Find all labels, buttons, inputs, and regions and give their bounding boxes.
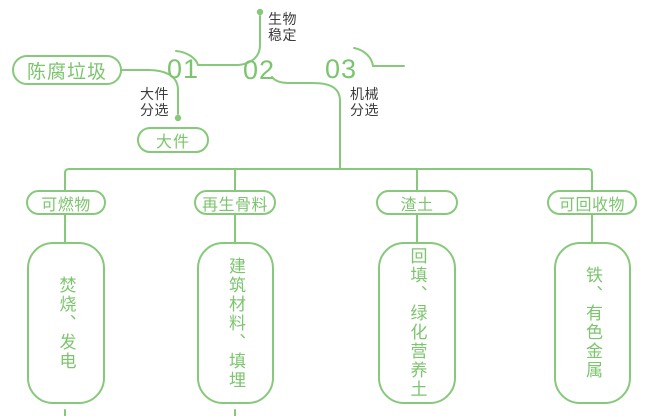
step2-process-line2: 稳定	[268, 26, 297, 43]
result-box-recyclables: 铁、有色金属	[554, 242, 631, 404]
bulky-item-pill: 大件	[137, 127, 209, 153]
result-text-combustibles: 焚烧、发电	[56, 275, 76, 371]
line-source-to-step1	[121, 69, 179, 115]
line-step3-out	[353, 47, 405, 67]
step3-process-label: 机械 分选	[350, 86, 379, 118]
category-label-slag-soil: 渣土	[400, 196, 434, 214]
step3-process-line2: 分选	[350, 101, 379, 118]
step1-process-label: 大件 分选	[140, 86, 169, 118]
bulky-item-pill-label: 大件	[155, 134, 190, 151]
manifold-line	[64, 168, 593, 191]
line-step2-to-step3	[271, 76, 341, 170]
bulky-branch-dot	[174, 114, 182, 122]
result-box-combustibles: 焚烧、发电	[27, 242, 105, 404]
category-pill-recyclables: 可回收物	[547, 190, 637, 215]
result-box-slag-soil: 回填、绿化营养土	[378, 242, 456, 404]
category-pill-slag-soil: 渣土	[376, 190, 458, 215]
biostabilization-dot	[256, 8, 264, 16]
step1-process-line1: 大件	[140, 86, 169, 102]
result-box-recycled-aggregate: 建筑材料、填埋	[197, 242, 274, 404]
step3-number: 03	[324, 54, 358, 84]
category-label-recyclables: 可回收物	[558, 196, 625, 214]
step2-number: 02	[242, 55, 276, 85]
result-text-slag-soil: 回填、绿化营养土	[407, 247, 427, 399]
category-pill-recycled-aggregate: 再生骨料	[194, 190, 276, 215]
step2-process-label: 生物 稳定	[268, 11, 297, 43]
source-pill: 陈腐垃圾	[12, 55, 122, 85]
result-text-recycled-aggregate: 建筑材料、填埋	[226, 256, 245, 390]
source-pill-label: 陈腐垃圾	[26, 61, 107, 83]
step1-number: 01	[166, 54, 200, 84]
line-step1-to-step2	[175, 15, 261, 66]
category-label-combustibles: 可燃物	[41, 196, 91, 214]
step3-process-line1: 机械	[350, 86, 379, 102]
result-text-recyclables: 铁、有色金属	[583, 266, 602, 380]
category-label-recycled-aggregate: 再生骨料	[201, 196, 268, 214]
category-pill-combustibles: 可燃物	[26, 190, 106, 215]
step1-process-line2: 分选	[140, 101, 169, 118]
step2-process-line1: 生物	[268, 11, 297, 27]
